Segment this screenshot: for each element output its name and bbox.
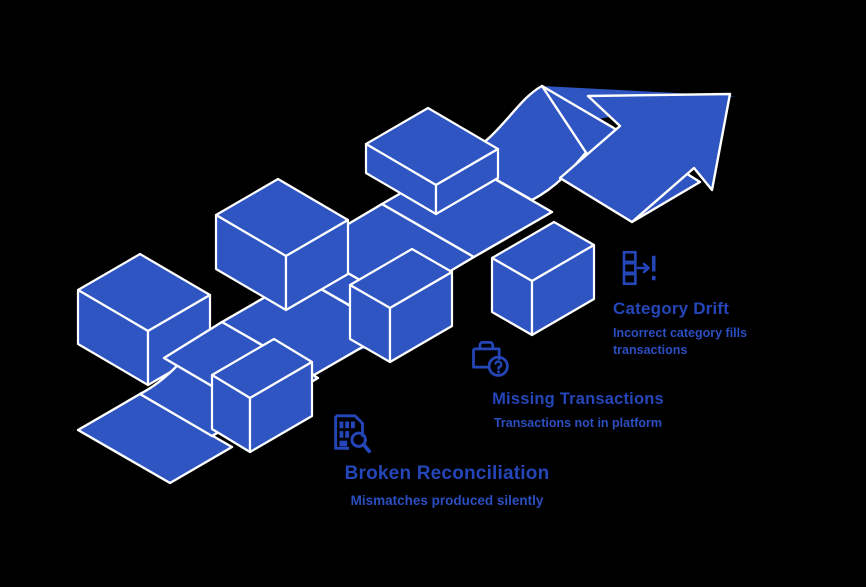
package-question-icon [472,341,509,377]
cluster-subtitle: Transactions not in platform [493,416,663,430]
icon-container [607,238,793,290]
obstacle-bar-2 [214,177,350,312]
obstacle-bar-3 [210,337,314,454]
obstacle-bar-1 [76,252,212,387]
document-binary-search-icon [334,414,372,454]
obstacle-bar-4 [348,247,454,364]
obstacle-bar-5 [364,106,500,216]
cluster-title: Category Drift [613,299,730,318]
cluster-title: Broken Reconciliation [344,463,550,484]
cluster-subtitle: Mismatches produced silently [350,493,544,508]
icon-container [322,400,572,456]
obstacle-bar-6 [490,220,596,337]
cluster-title: Missing Transactions [492,390,664,408]
cluster-subtitle: Incorrect category fills transactions [613,326,748,357]
arrow-head [540,84,735,224]
cluster-category-drift: Category Drift Incorrect category fills … [607,238,793,359]
cluster-broken-reconciliation: Broken Reconciliation Mismatches produce… [322,400,572,510]
list-arrow-alert-icon [622,250,656,286]
icon-container [462,328,694,380]
cluster-missing-transactions: Missing Transactions Transactions not in… [462,328,694,432]
